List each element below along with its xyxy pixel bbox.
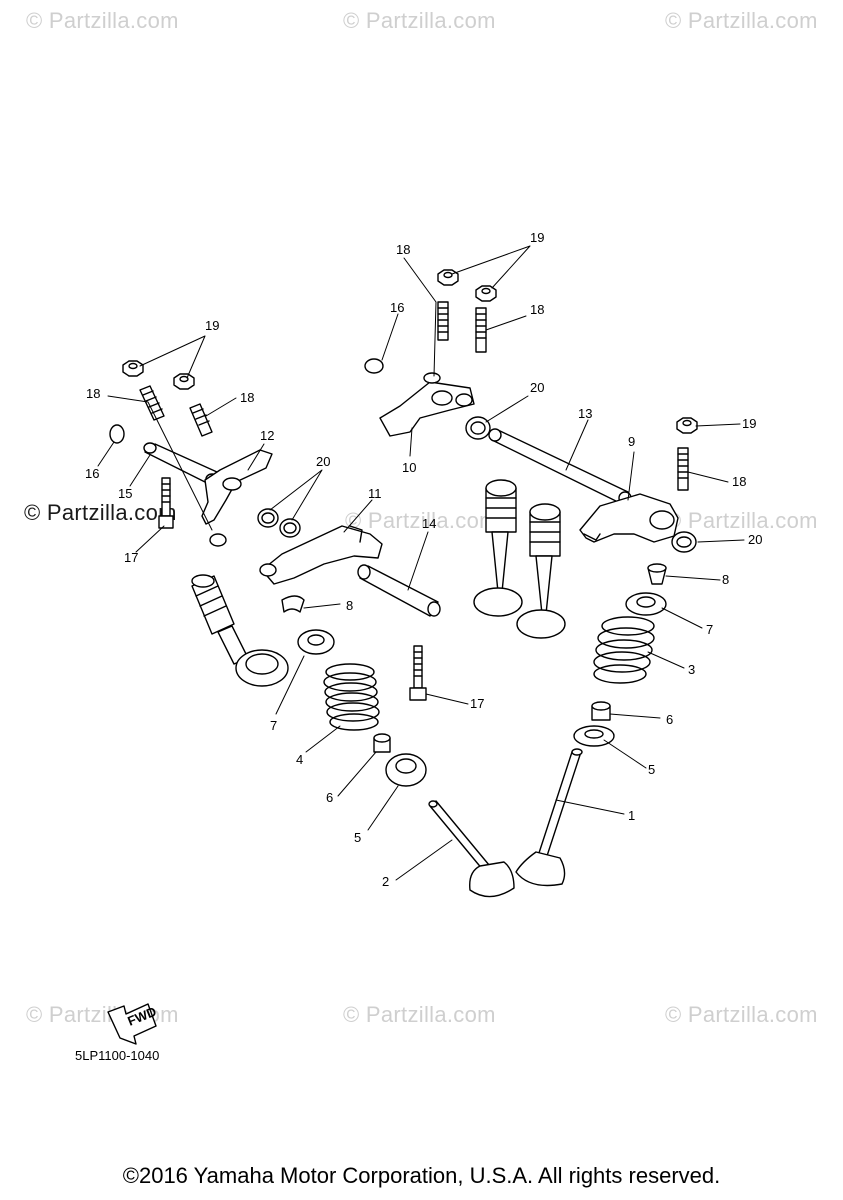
callout-10: 10 xyxy=(402,460,416,475)
valve-cotter-part xyxy=(647,563,667,585)
callout-18: 18 xyxy=(86,386,100,401)
bolt-part xyxy=(409,645,427,701)
callout-17: 17 xyxy=(470,696,484,711)
stud-part xyxy=(475,307,487,353)
rocker-arm-part xyxy=(379,372,475,437)
callout-2: 2 xyxy=(382,874,389,889)
valve-spring-part xyxy=(593,616,655,684)
watermark: © Partzilla.com xyxy=(345,508,498,533)
nut-part xyxy=(676,417,698,434)
callout-15: 15 xyxy=(118,486,132,501)
diagram-code: 5LP1100-1040 xyxy=(75,1048,160,1063)
bolt-part xyxy=(158,477,174,529)
callout-9: 9 xyxy=(628,434,635,449)
callout-19: 19 xyxy=(205,318,219,333)
stud-part xyxy=(189,403,213,437)
callout-4: 4 xyxy=(296,752,303,767)
valve-stem-seal-part xyxy=(591,701,611,721)
watermark: © Partzilla.com xyxy=(665,1002,818,1027)
callout-6: 6 xyxy=(326,790,333,805)
valve-cotter-part xyxy=(281,595,305,613)
watermark: © Partzilla.com xyxy=(26,8,179,33)
intake-valve-part xyxy=(428,800,515,898)
stud-part xyxy=(677,447,689,491)
callout-19: 19 xyxy=(742,416,756,431)
callout-17: 17 xyxy=(124,550,138,565)
callout-18: 18 xyxy=(240,390,254,405)
callout-20: 20 xyxy=(316,454,330,469)
valve-lifter-part xyxy=(516,503,566,639)
washer-part xyxy=(261,512,275,524)
washer-part xyxy=(671,531,697,553)
callout-18: 18 xyxy=(396,242,410,257)
watermark: © Partzilla.com xyxy=(343,1002,496,1027)
nut-part xyxy=(173,373,195,390)
callout-14: 14 xyxy=(422,516,436,531)
callout-13: 13 xyxy=(578,406,592,421)
exhaust-valve-part xyxy=(515,748,583,887)
valve-stem-seal-part xyxy=(373,733,391,753)
watermark: © Partzilla.com xyxy=(665,8,818,33)
valve-lifter-part xyxy=(473,479,523,617)
spring-seat-part xyxy=(385,753,427,787)
forward-arrow-icon xyxy=(107,1003,157,1045)
spring-seat-part xyxy=(573,725,615,747)
o-ring-part xyxy=(364,358,384,374)
rocker-shaft-part xyxy=(143,442,219,485)
callout-16: 16 xyxy=(85,466,99,481)
copyright-notice: ©2016 Yamaha Motor Corporation, U.S.A. A… xyxy=(122,1163,721,1188)
watermark: © Partzilla.com xyxy=(24,500,177,525)
callout-20: 20 xyxy=(530,380,544,395)
callout-6: 6 xyxy=(666,712,673,727)
callout-5: 5 xyxy=(648,762,655,777)
callout-16: 16 xyxy=(390,300,404,315)
callout-8: 8 xyxy=(722,572,729,587)
nut-part xyxy=(475,285,497,302)
callout-18: 18 xyxy=(530,302,544,317)
spring-retainer-part xyxy=(625,592,667,616)
rocker-shaft-part xyxy=(357,564,441,617)
callout-1: 1 xyxy=(628,808,635,823)
nut-part xyxy=(437,269,459,286)
callout-3: 3 xyxy=(688,662,695,677)
valve-lifter-part xyxy=(191,574,289,687)
washer-part xyxy=(283,522,297,534)
callout-20: 20 xyxy=(748,532,762,547)
callout-12: 12 xyxy=(260,428,274,443)
rocker-arm-part xyxy=(579,493,679,543)
valve-spring-part xyxy=(323,663,380,731)
callout-7: 7 xyxy=(270,718,277,733)
watermark: © Partzilla.com xyxy=(343,8,496,33)
nut-part xyxy=(122,360,144,377)
watermark: © Partzilla.com xyxy=(665,508,818,533)
callout-7: 7 xyxy=(706,622,713,637)
leader-lines xyxy=(97,245,745,881)
stud-part xyxy=(139,385,165,421)
callout-11: 11 xyxy=(368,486,382,501)
spring-retainer-part xyxy=(297,629,335,655)
callout-8: 8 xyxy=(346,598,353,613)
callout-18: 18 xyxy=(732,474,746,489)
rocker-arm-part xyxy=(201,449,273,547)
washer-part xyxy=(465,416,491,440)
callout-5: 5 xyxy=(354,830,361,845)
rocker-arm-part xyxy=(259,525,383,585)
stud-part xyxy=(437,301,449,341)
o-ring-part xyxy=(109,424,125,444)
callout-19: 19 xyxy=(530,230,544,245)
